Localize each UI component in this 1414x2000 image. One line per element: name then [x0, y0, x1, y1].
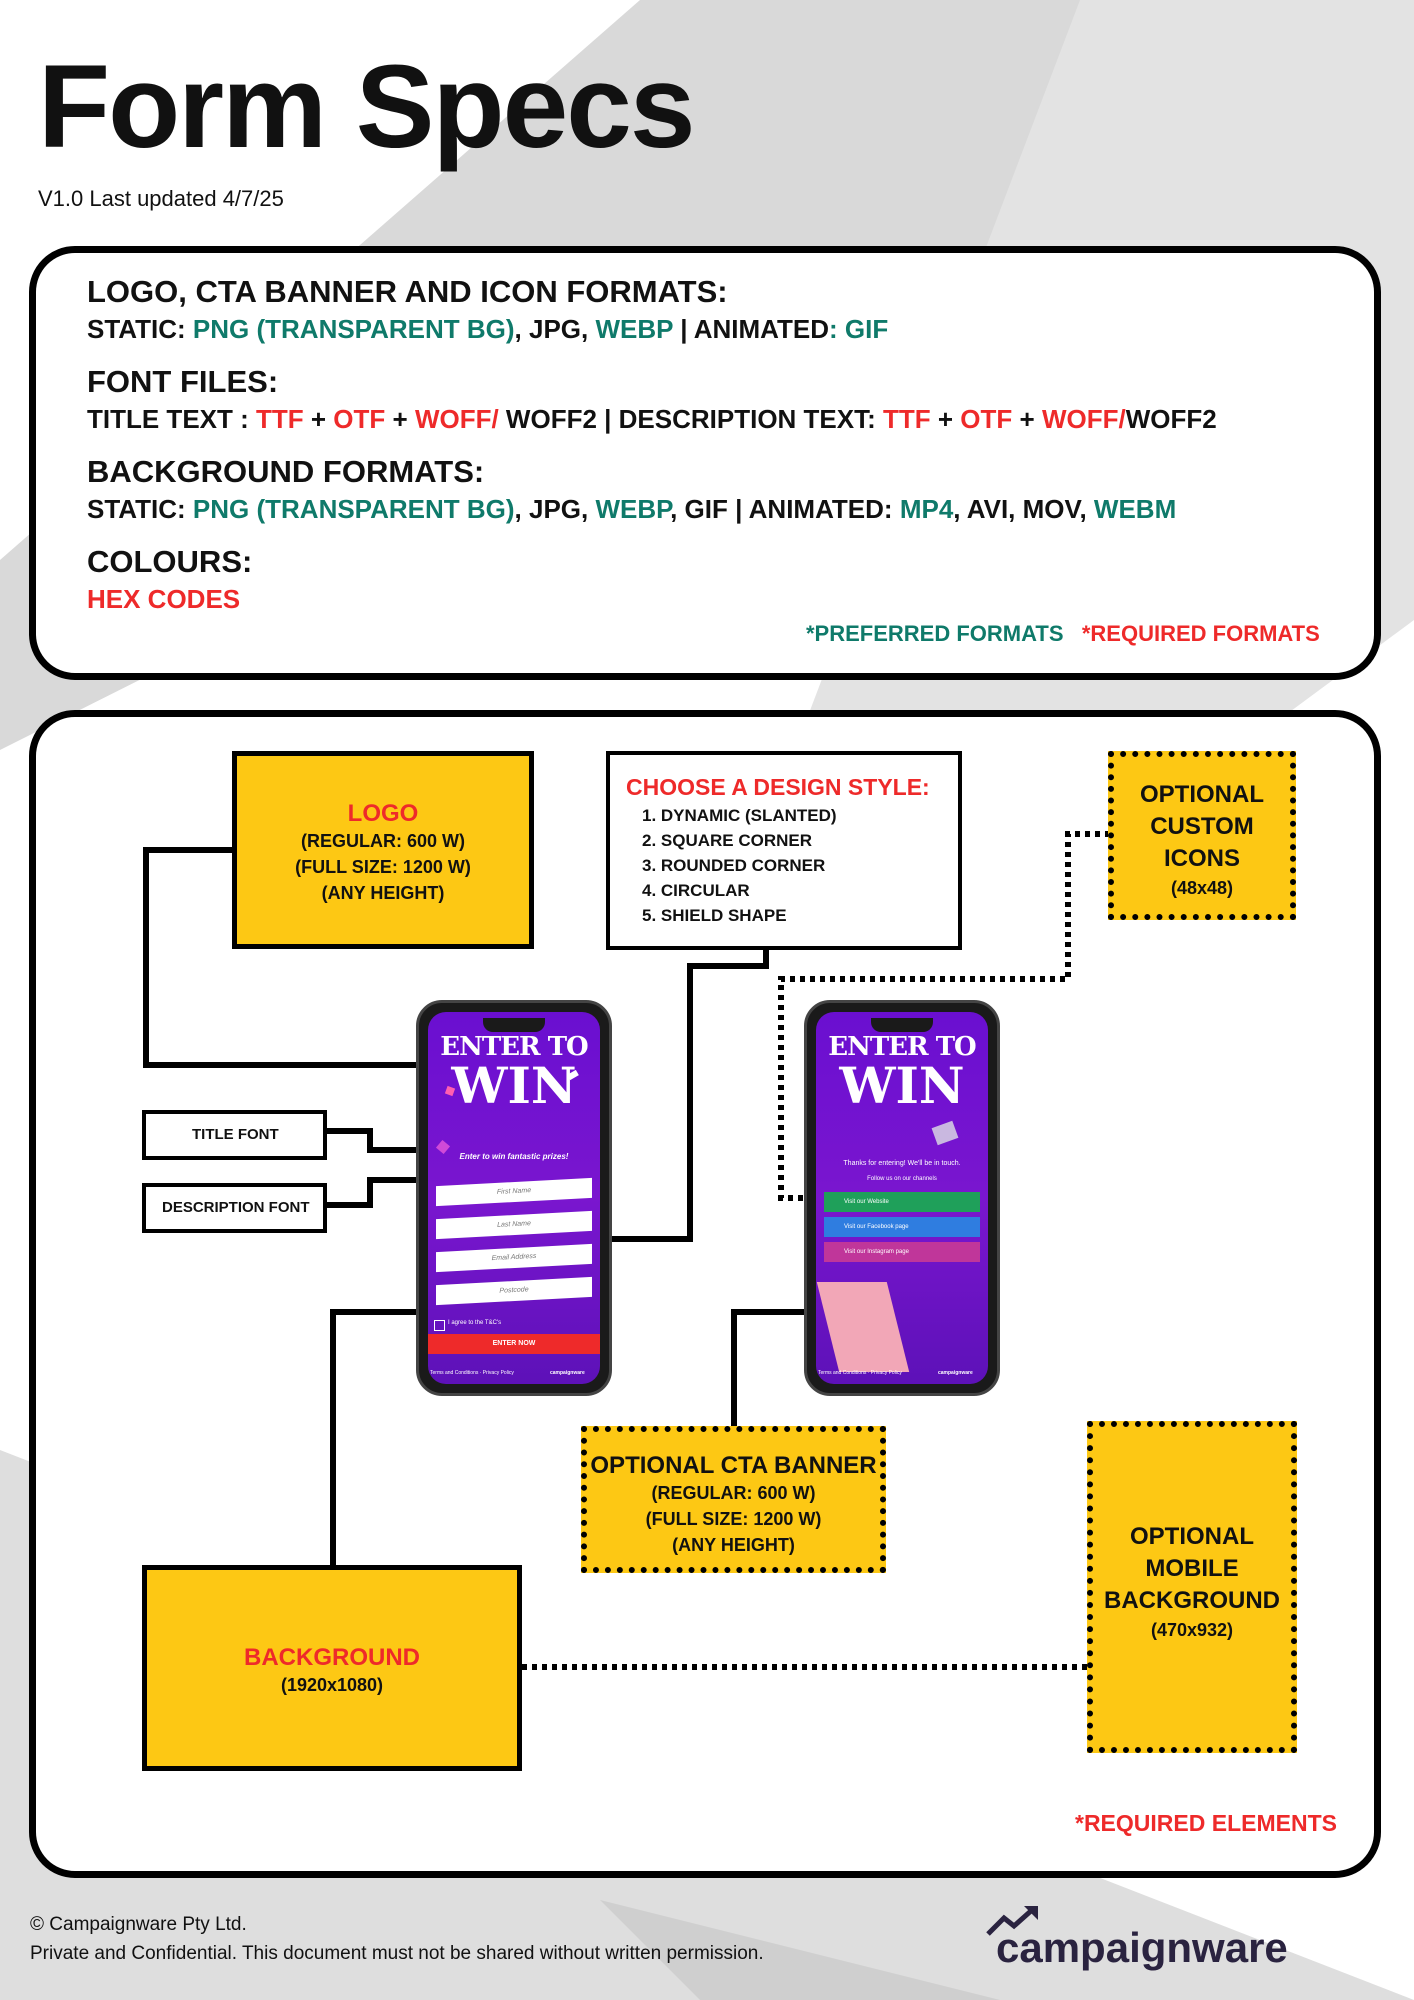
preferred-legend: *PREFERRED FORMATS [806, 621, 1064, 646]
first-name-field[interactable]: First Name [436, 1177, 592, 1207]
hex-codes-text: HEX CODES [87, 584, 241, 614]
postcode-field[interactable]: Postcode [436, 1276, 592, 1306]
formats-content: LOGO, CTA BANNER AND ICON FORMATS: STATI… [87, 272, 1357, 616]
email-field[interactable]: Email Address [436, 1243, 592, 1273]
logo-spec-line: (REGULAR: 600 W) [300, 831, 465, 851]
background-formats-line: STATIC: PNG (TRANSPARENT BG), JPG, WEBP,… [87, 494, 1177, 524]
thanks-footer-brand: campaignware [938, 1370, 973, 1376]
campaignware-logo: campaignware [984, 1904, 1384, 1974]
formats-panel [29, 246, 1381, 680]
phone-entry-form: ENTER TO WIN Enter to win fantastic priz… [416, 1000, 612, 1396]
mobile-background-box: OPTIONAL MOBILE BACKGROUND (470x932) [1087, 1421, 1297, 1753]
design-style-item: 2. SQUARE CORNER [642, 831, 813, 850]
trend-arrow-icon [986, 1906, 1038, 1936]
cta-line: (FULL SIZE: 1200 W) [645, 1509, 822, 1529]
cta-line: (ANY HEIGHT) [672, 1535, 795, 1555]
phone-notch [483, 1018, 545, 1032]
cta-line: (REGULAR: 600 W) [651, 1483, 816, 1503]
logo-spec-line: (FULL SIZE: 1200 W) [295, 857, 471, 877]
icons-line: ICONS [1163, 845, 1240, 872]
icons-size: (48x48) [1170, 878, 1234, 898]
follow-text: Follow us on our channels [867, 1176, 937, 1182]
font-files-heading: FONT FILES: [87, 364, 279, 399]
thank-you-text: Thanks for entering! We'll be in touch. [843, 1160, 961, 1167]
agree-label: I agree to the T&C's [448, 1320, 502, 1326]
form-footer-links[interactable]: Terms and Conditions · Privacy Policy [430, 1370, 514, 1376]
description-font-label: DESCRIPTION FONT [162, 1199, 310, 1216]
agree-checkbox[interactable] [434, 1320, 445, 1331]
confetti [931, 1120, 959, 1146]
design-style-item: 5. SHIELD SHAPE [642, 906, 787, 925]
logo-spec-line: (ANY HEIGHT) [321, 883, 445, 903]
design-style-item: 3. ROUNDED CORNER [642, 856, 826, 875]
colours-heading: COLOURS: [87, 544, 253, 579]
design-style-item: 1. DYNAMIC (SLANTED) [642, 806, 837, 825]
version-text: V1.0 Last updated 4/7/25 [38, 186, 284, 211]
facebook-link[interactable]: Visit our Facebook page [824, 1217, 980, 1237]
brand-wordmark: campaignware [996, 1924, 1288, 1971]
mobile-bg-line: BACKGROUND [1104, 1587, 1280, 1614]
website-link[interactable]: Visit our Website [824, 1192, 980, 1212]
decorative-shape [816, 1282, 910, 1372]
title-font-label-box: TITLE FONT [142, 1110, 327, 1160]
enter-to-text: ENTER TO [828, 1032, 976, 1062]
mobile-bg-line: OPTIONAL [1130, 1523, 1254, 1550]
background-spec-box: BACKGROUND (1920x1080) [142, 1565, 522, 1771]
copyright-text: © Campaignware Pty Ltd. [30, 1914, 247, 1935]
phone-screen: ENTER TO WIN Enter to win fantastic priz… [428, 1012, 600, 1384]
win-text: WIN [839, 1056, 965, 1115]
logo-formats-heading: LOGO, CTA BANNER AND ICON FORMATS: [87, 274, 728, 309]
background-formats-heading: BACKGROUND FORMATS: [87, 454, 485, 489]
win-text: WIN [451, 1056, 577, 1115]
form-footer-brand: campaignware [550, 1370, 585, 1376]
cta-title: OPTIONAL CTA BANNER [590, 1452, 877, 1479]
background-title: BACKGROUND [244, 1644, 420, 1671]
format-legend: *PREFERRED FORMATS *REQUIRED FORMATS [806, 621, 1320, 647]
required-legend: *REQUIRED FORMATS [1081, 621, 1320, 646]
description-font-label-box: DESCRIPTION FONT [142, 1183, 327, 1233]
tagline: Enter to win fantastic prizes! [459, 1152, 569, 1161]
logo-spec-box: LOGO (REGULAR: 600 W) (FULL SIZE: 1200 W… [232, 751, 534, 949]
mobile-bg-line: MOBILE [1145, 1555, 1239, 1582]
instagram-link[interactable]: Visit our Instagram page [824, 1242, 980, 1262]
last-name-field[interactable]: Last Name [436, 1210, 592, 1240]
phone-screen: ENTER TO WIN Thanks for entering! We'll … [816, 1012, 988, 1384]
design-style-title: CHOOSE A DESIGN STYLE: [626, 774, 930, 800]
logo-spec-title: LOGO [347, 800, 419, 827]
confidential-text: Private and Confidential. This document … [30, 1943, 764, 1964]
phone-notch [871, 1018, 933, 1032]
logo-formats-line: STATIC: PNG (TRANSPARENT BG), JPG, WEBP … [87, 314, 889, 344]
title-font-label: TITLE FONT [192, 1126, 279, 1143]
thanks-footer-links[interactable]: Terms and Conditions · Privacy Policy [818, 1370, 902, 1376]
font-files-line: TITLE TEXT : TTF + OTF + WOFF/ WOFF2 | D… [87, 404, 1217, 434]
cta-banner-box: OPTIONAL CTA BANNER (REGULAR: 600 W) (FU… [581, 1426, 886, 1573]
enter-to-text: ENTER TO [440, 1032, 588, 1062]
design-style-list: 1. DYNAMIC (SLANTED) 2. SQUARE CORNER 3.… [626, 803, 958, 928]
page-title: Form Specs [38, 41, 695, 173]
enter-now-button[interactable]: ENTER NOW [428, 1334, 600, 1354]
required-elements-note: *REQUIRED ELEMENTS [1075, 1810, 1337, 1836]
phone-thank-you: ENTER TO WIN Thanks for entering! We'll … [804, 1000, 1000, 1396]
icons-line: CUSTOM [1150, 813, 1254, 840]
icons-line: OPTIONAL [1140, 781, 1264, 808]
design-style-box: CHOOSE A DESIGN STYLE: 1. DYNAMIC (SLANT… [606, 751, 962, 950]
custom-icons-box: OPTIONAL CUSTOM ICONS (48x48) [1108, 751, 1296, 920]
mobile-bg-size: (470x932) [1150, 1620, 1234, 1640]
background-size: (1920x1080) [280, 1675, 384, 1695]
design-style-item: 4. CIRCULAR [642, 881, 750, 900]
